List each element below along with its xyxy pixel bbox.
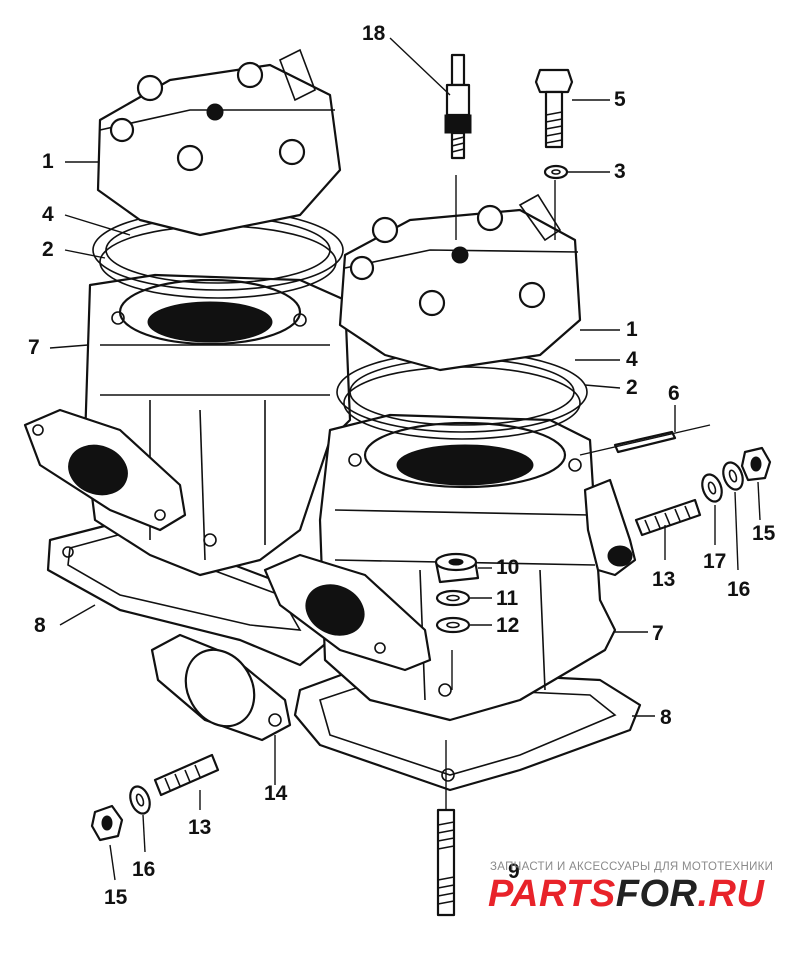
left-cylinder-head-1 (96, 48, 342, 237)
callout-16-left: 16 (132, 858, 155, 881)
spark-plug-18 (444, 53, 472, 160)
watermark-tagline: ЗАПЧАСТИ И АКСЕССУАРЫ ДЛЯ МОТОТЕХНИКИ (490, 861, 773, 873)
callout-4-left: 4 (42, 203, 54, 226)
stud-13-right (634, 498, 702, 537)
watermark-brand-for: FOR (616, 873, 698, 915)
watermark: ЗАПЧАСТИ И АКСЕССУАРЫ ДЛЯ МОТОТЕХНИКИ PA… (488, 861, 773, 915)
washer-11 (435, 589, 471, 607)
callout-16-right: 16 (727, 578, 750, 601)
leader-lines (49, 37, 761, 881)
callout-3: 3 (614, 160, 626, 183)
callout-1-right: 1 (626, 318, 638, 341)
callout-labels: 18 5 3 1 4 2 7 1 4 2 6 15 16 17 13 10 11… (28, 22, 776, 909)
callout-7-left: 7 (28, 336, 40, 359)
right-intake-flange (263, 553, 432, 672)
washer-3 (543, 164, 569, 180)
intake-gasket-14 (150, 633, 292, 742)
callout-13-left: 13 (188, 816, 211, 839)
left-intake-flange (23, 408, 187, 532)
callout-8-left: 8 (34, 614, 46, 637)
right-exhaust-boss (583, 478, 637, 577)
callout-2-left: 2 (42, 238, 54, 261)
right-cylinder-head-1 (338, 193, 582, 372)
watermark-brand-parts: PARTS (488, 873, 616, 915)
callout-5: 5 (614, 88, 626, 111)
nut-10 (434, 552, 480, 584)
callout-17: 17 (703, 550, 726, 573)
callout-6: 6 (668, 382, 680, 405)
callout-15-left: 15 (104, 886, 128, 909)
watermark-brand: PARTSFOR.RU (488, 873, 766, 915)
callout-13-right: 13 (652, 568, 675, 591)
left-cylinder-7 (83, 273, 352, 577)
washer-12 (435, 616, 471, 634)
callout-2-right: 2 (626, 376, 638, 399)
lockwasher-16-left (129, 785, 151, 815)
callout-12: 12 (496, 614, 519, 637)
callout-14: 14 (264, 782, 288, 805)
callout-15-right: 15 (752, 522, 776, 545)
callout-7-right: 7 (652, 622, 664, 645)
nut-15-right (740, 446, 772, 482)
head-bolt-5 (534, 68, 574, 149)
callout-9: 9 (508, 860, 520, 883)
callout-4-right: 4 (626, 348, 638, 371)
lockwasher-16-right (722, 461, 744, 491)
callout-8-right: 8 (660, 706, 672, 729)
watermark-brand-domain: .RU (698, 873, 766, 915)
nut-15-left (90, 804, 124, 842)
callout-1-left: 1 (42, 150, 54, 173)
stud-13-left (153, 753, 220, 797)
callout-11: 11 (496, 587, 519, 610)
callout-10: 10 (496, 556, 519, 579)
callout-18: 18 (362, 22, 386, 45)
stud-9 (436, 808, 456, 917)
washer-17 (701, 473, 723, 503)
